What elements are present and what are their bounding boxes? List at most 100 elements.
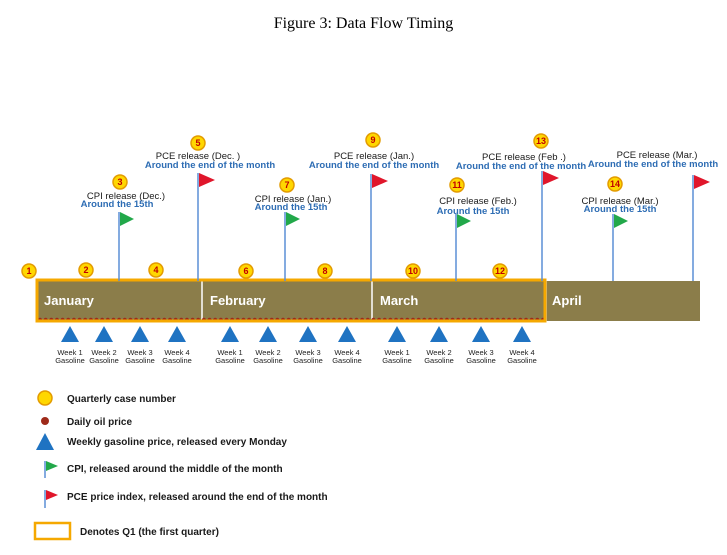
legend: Quarterly case number Daily oil price We… [33, 390, 328, 541]
case-number-markers: 1 2 3 4 5 6 7 8 [21, 132, 623, 279]
yellow-circle-icon [317, 263, 333, 279]
gasoline-label: Gasoline [466, 356, 496, 365]
gasoline-label: Gasoline [332, 356, 362, 365]
timeline-background [36, 281, 700, 321]
case-marker-7: 7 [279, 177, 295, 193]
gasoline-label: Gasoline [424, 356, 454, 365]
legend-item-pce: PCE price index, released around the end… [44, 490, 328, 508]
week-label: Week 4 [334, 348, 359, 357]
cpi-release-dec-sub: Around the 15th [81, 199, 154, 210]
gasoline-label: Gasoline [125, 356, 155, 365]
cpi-release-mar-title: CPI release (Mar.) [581, 196, 658, 207]
cpi-release-mar-sub: Around the 15th [584, 204, 657, 215]
blue-triangle-icon [299, 326, 317, 342]
cpi-flag-dec [118, 212, 134, 281]
week-label: Week 3 [295, 348, 320, 357]
cpi-release-jan-title: CPI release (Jan.) [255, 194, 332, 205]
blue-triangle-icon [513, 326, 531, 342]
week-label: Week 1 [217, 348, 242, 357]
month-label-february: February [210, 293, 266, 308]
gasoline-label: Gasoline [293, 356, 323, 365]
pce-flag-jan [370, 174, 388, 281]
pce-flags [197, 171, 710, 281]
legend-label: Daily oil price [67, 417, 132, 428]
legend-label: Quarterly case number [67, 394, 176, 405]
blue-triangle-icon [221, 326, 239, 342]
week-label: Week 1 [384, 348, 409, 357]
gasoline-label: Gasoline [382, 356, 412, 365]
month-label-march: March [380, 293, 418, 308]
gasoline-label: Gasoline [507, 356, 537, 365]
yellow-circle-icon [190, 135, 206, 151]
gasoline-label: Gasoline [253, 356, 283, 365]
case-marker-10: 10 [405, 263, 421, 279]
case-number: 8 [322, 266, 327, 276]
gasoline-label: Gasoline [55, 356, 85, 365]
blue-triangle-icon [131, 326, 149, 342]
weekly-gasoline-markers: Week 1 Gasoline Week 2 Gasoline Week 3 G… [55, 326, 537, 365]
case-marker-13: 13 [533, 133, 549, 149]
case-marker-8: 8 [317, 263, 333, 279]
figure-title: Figure 3: Data Flow Timing [274, 15, 454, 32]
week-marker: Week 2 Gasoline [424, 326, 454, 365]
red-flag-icon [543, 171, 559, 185]
week-label: Week 4 [164, 348, 189, 357]
yellow-circle-icon [279, 177, 295, 193]
blue-triangle-icon [338, 326, 356, 342]
oil-dot-icon [41, 417, 49, 425]
case-marker-1: 1 [21, 263, 37, 279]
week-marker: Week 1 Gasoline [382, 326, 412, 365]
yellow-circle-icon [21, 263, 37, 279]
pce-flag-mar [692, 175, 710, 281]
blue-triangle-icon [61, 326, 79, 342]
cpi-flag-feb [455, 214, 471, 281]
week-marker: Week 4 Gasoline [507, 326, 537, 365]
pce-release-feb-sub: Around the end of the month [456, 161, 587, 172]
yellow-circle-icon [405, 263, 421, 279]
case-number: 12 [495, 266, 505, 276]
week-label: Week 1 [57, 348, 82, 357]
week-marker: Week 3 Gasoline [125, 326, 155, 365]
red-flag-icon [199, 173, 215, 187]
week-marker: Week 2 Gasoline [89, 326, 119, 365]
pce-release-feb-title: PCE release (Feb .) [482, 152, 566, 163]
case-number: 4 [153, 265, 158, 275]
week-label: Week 4 [509, 348, 534, 357]
case-marker-2: 2 [78, 262, 94, 278]
gasoline-label: Gasoline [162, 356, 192, 365]
release-labels: CPI release (Dec.) Around the 15th CPI r… [81, 150, 719, 217]
yellow-circle-icon [365, 132, 381, 148]
gasoline-label: Gasoline [215, 356, 245, 365]
legend-label: Denotes Q1 (the first quarter) [80, 527, 219, 538]
orange-box-icon [33, 521, 72, 541]
week-marker: Week 2 Gasoline [253, 326, 283, 365]
case-number: 3 [117, 177, 122, 187]
yellow-circle-icon [492, 263, 508, 279]
cpi-release-feb-sub: Around the 15th [437, 206, 510, 217]
yellow-circle-icon [78, 262, 94, 278]
month-label-april: April [552, 293, 582, 308]
case-marker-3: 3 [112, 174, 128, 190]
q1-highlight-box [35, 278, 547, 323]
yellow-circle-icon [449, 177, 465, 193]
timeline-bar: January February March April [35, 278, 700, 323]
week-marker: Week 1 Gasoline [215, 326, 245, 365]
legend-label: Weekly gasoline price, released every Mo… [67, 437, 287, 448]
case-number: 10 [408, 266, 418, 276]
green-flag-icon [457, 214, 471, 228]
yellow-circle-icon [607, 176, 623, 192]
legend-label: PCE price index, released around the end… [67, 492, 328, 503]
blue-triangle-icon [388, 326, 406, 342]
legend-item-oil-price: Daily oil price [41, 417, 132, 428]
case-number: 6 [243, 266, 248, 276]
blue-triangle-icon [430, 326, 448, 342]
pce-flag-dec [197, 173, 215, 281]
cpi-flags [118, 212, 628, 281]
yellow-circle-icon [37, 390, 53, 406]
green-flag-icon [120, 212, 134, 226]
pce-flag-feb [541, 171, 559, 281]
green-flag-icon [46, 461, 58, 471]
blue-triangle-icon [259, 326, 277, 342]
yellow-circle-icon [533, 133, 549, 149]
legend-item-cpi: CPI, released around the middle of the m… [44, 461, 283, 478]
